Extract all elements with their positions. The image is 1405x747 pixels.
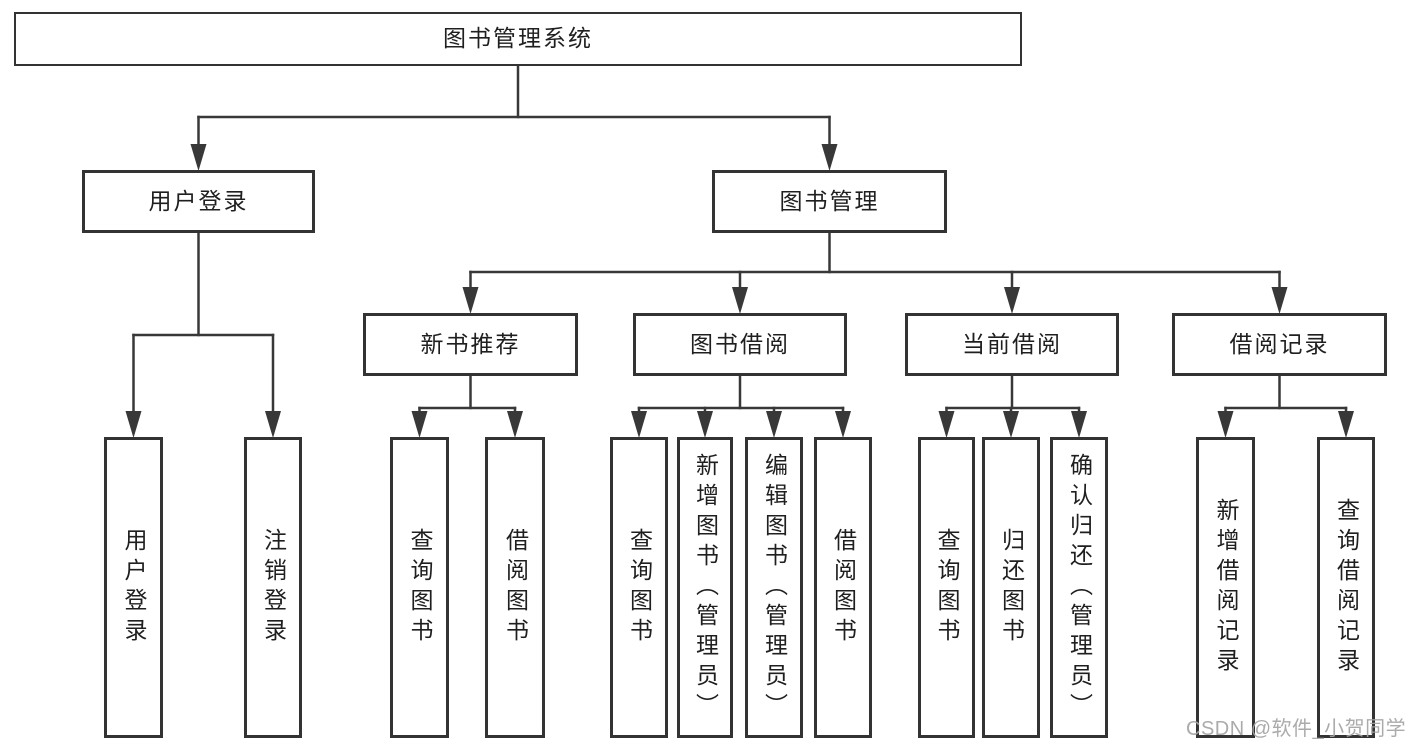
- arrowhead-icon: [631, 411, 647, 438]
- arrowhead-icon: [732, 287, 748, 314]
- csdn-watermark: CSDN @软件_小贺同学: [1186, 718, 1405, 740]
- node-mgmt: 图书管理: [712, 170, 947, 233]
- arrowhead-icon: [1071, 411, 1087, 438]
- node-current-return: 归还图书: [982, 437, 1040, 738]
- node-rec: 新书推荐: [363, 313, 578, 376]
- node-login-logout: 注销登录: [244, 437, 302, 738]
- arrowhead-icon: [697, 411, 713, 438]
- arrowhead-icon: [1217, 411, 1234, 438]
- arrowhead-icon: [1003, 411, 1019, 438]
- arrowhead-icon: [265, 411, 281, 438]
- node-record: 借阅记录: [1172, 313, 1387, 376]
- arrowhead-icon: [1338, 411, 1354, 438]
- arrowhead-icon: [190, 144, 207, 171]
- arrowhead-icon: [835, 411, 851, 438]
- node-record-add: 新增借阅记录: [1196, 437, 1255, 738]
- arrowhead-icon: [821, 144, 838, 171]
- arrowhead-icon: [462, 287, 479, 314]
- node-login: 用户登录: [82, 170, 315, 233]
- arrowhead-icon: [1004, 287, 1020, 314]
- arrowhead-icon: [507, 411, 523, 438]
- node-borrow-add: 新增图书（管理员）: [677, 437, 733, 738]
- arrowhead-icon: [938, 411, 955, 438]
- node-login-user: 用户登录: [104, 437, 163, 738]
- node-record-query: 查询借阅记录: [1317, 437, 1375, 738]
- node-rec-borrow: 借阅图书: [485, 437, 545, 738]
- arrowhead-icon: [766, 411, 782, 438]
- node-current: 当前借阅: [905, 313, 1119, 376]
- node-current-query: 查询图书: [918, 437, 975, 738]
- node-borrow: 图书借阅: [633, 313, 847, 376]
- node-borrow-edit: 编辑图书（管理员）: [745, 437, 803, 738]
- arrowhead-icon: [125, 411, 142, 438]
- node-borrow-lend: 借阅图书: [814, 437, 872, 738]
- node-borrow-query: 查询图书: [610, 437, 668, 738]
- node-current-confirm: 确认归还（管理员）: [1050, 437, 1108, 738]
- arrowhead-icon: [411, 411, 428, 438]
- node-root: 图书管理系统: [14, 12, 1022, 66]
- arrowhead-icon: [1271, 287, 1288, 314]
- node-rec-query: 查询图书: [390, 437, 449, 738]
